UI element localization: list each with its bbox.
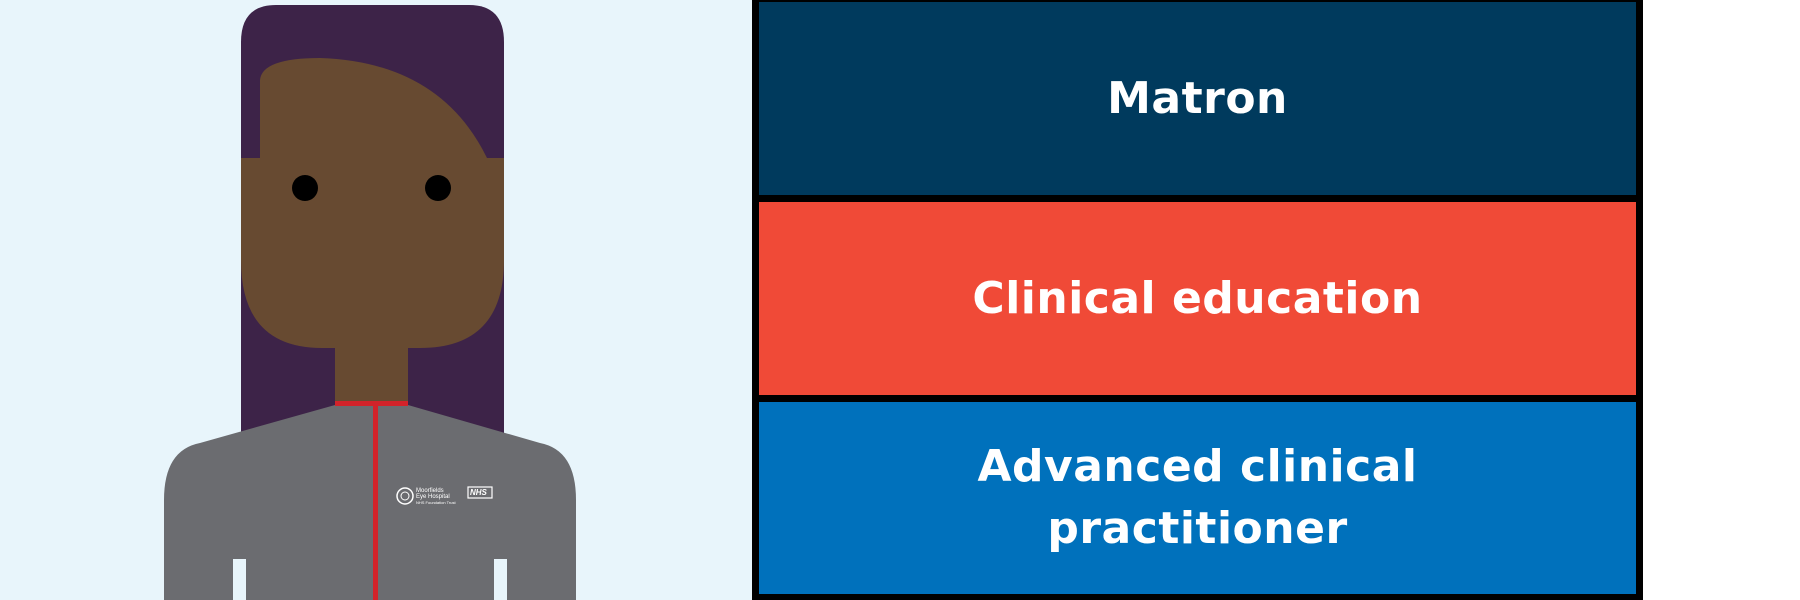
career-roles-panel: Matron Clinical education Advanced clini…	[752, 0, 1643, 600]
face-shape	[241, 58, 504, 402]
role-advanced-clinical-practitioner[interactable]: Advanced clinical practitioner	[759, 402, 1636, 594]
nhs-badge-text: NHS	[470, 488, 487, 497]
hospital-logo-line2: Eye Hospital	[416, 494, 450, 500]
role-matron[interactable]: Matron	[759, 2, 1636, 195]
role-label-line1: Advanced clinical	[977, 441, 1418, 492]
role-label: Matron	[1107, 72, 1288, 124]
hospital-emblem-icon	[396, 487, 414, 505]
role-clinical-education[interactable]: Clinical education	[759, 202, 1636, 395]
collar-trim	[335, 401, 408, 406]
right-arm-gap	[494, 559, 507, 600]
nhs-badge-box	[467, 486, 493, 499]
left-eye	[292, 175, 318, 201]
role-label: Clinical education	[972, 272, 1423, 324]
role-label-line2: practitioner	[1047, 503, 1348, 554]
hospital-logo-line3: NHS Foundation Trust	[416, 500, 456, 505]
nurse-illustration: Moorfields Eye Hospital NHS Foundation T…	[0, 0, 752, 600]
zipper-line	[373, 403, 378, 600]
nurse-figure-icon	[164, 5, 576, 600]
hospital-logo-line1: Moorfields	[416, 488, 444, 494]
uniform-shape	[164, 405, 576, 600]
left-arm-gap	[233, 559, 246, 600]
right-eye	[425, 175, 451, 201]
